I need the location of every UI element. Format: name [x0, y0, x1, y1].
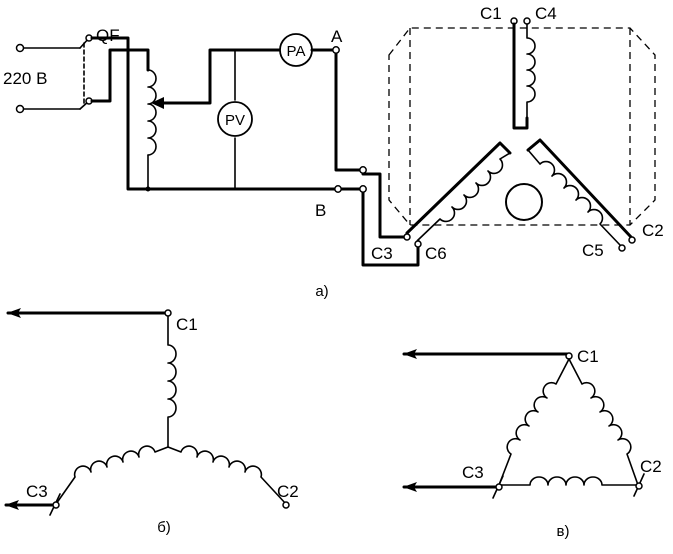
delta-connection: C1 C3 C2 в)	[402, 347, 662, 540]
test-circuit: 220 В QF PA PV A	[3, 4, 664, 300]
delta-c3-label: C3	[462, 463, 484, 482]
wire-a-to-motor	[334, 52, 362, 172]
star-c2-label: C2	[277, 482, 299, 501]
rotor-icon	[505, 183, 543, 221]
star-connection: C1 C3 C2 б)	[4, 308, 299, 536]
terminal-c6	[414, 240, 422, 248]
winding-c1-c4	[510, 17, 536, 130]
slider-arrow-icon	[151, 97, 164, 109]
terminal-c3	[403, 233, 411, 241]
terminal-b	[334, 185, 342, 193]
voltmeter-label: PV	[225, 112, 245, 129]
delta-terminal-c1	[565, 352, 573, 360]
circuit-breaker	[79, 34, 93, 110]
supply-terminal-bottom	[15, 104, 25, 114]
winding-c2-lead	[526, 138, 633, 239]
wire-b-to-c6	[361, 191, 420, 267]
wire-breaker-to-autotransformer	[90, 48, 150, 103]
autotransformer-coil	[147, 69, 157, 156]
supply-voltage-label: 220 В	[3, 69, 47, 88]
star-terminal-c3	[52, 501, 60, 509]
voltmeter-icon	[217, 101, 253, 137]
delta-winding-bottom	[498, 476, 639, 486]
terminal-c4	[523, 17, 531, 25]
terminal-a	[332, 46, 340, 54]
terminal-c2-label: C2	[642, 221, 664, 240]
terminal-c5	[618, 244, 626, 252]
star-winding-left	[55, 445, 169, 505]
star-c3-label: C3	[26, 482, 48, 501]
delta-winding-left	[498, 358, 570, 486]
terminal-c3-label: C3	[371, 244, 393, 263]
caption-a: а)	[315, 283, 328, 300]
line-b-label: B	[315, 201, 326, 220]
delta-terminal-c3	[495, 483, 503, 491]
winding-c3-c6	[403, 141, 512, 248]
star-c1-label: C1	[176, 315, 198, 334]
caption-v: в)	[557, 523, 570, 540]
terminal-a2	[359, 166, 367, 174]
winding-c3-lead	[405, 141, 512, 235]
ammeter-label: PA	[287, 43, 306, 60]
line-a-label: A	[331, 27, 343, 46]
winding-c3-coil	[417, 152, 511, 241]
winding-c2-coil	[527, 149, 621, 246]
star-terminal-c1	[164, 309, 172, 317]
delta-c2-label: C2	[640, 457, 662, 476]
terminal-c4-label: C4	[535, 4, 557, 23]
star-terminal-c2	[282, 501, 290, 509]
winding-c1-coil	[526, 23, 536, 119]
caption-b: б)	[157, 519, 171, 536]
terminal-c5-label: C5	[582, 241, 604, 260]
winding-c1-lead	[512, 22, 529, 130]
wire-breaker-to-b	[90, 36, 337, 191]
terminal-c2	[628, 236, 636, 244]
junction-dot	[145, 186, 151, 192]
terminal-c1-label: C1	[480, 4, 502, 23]
breaker-label: QF	[96, 26, 120, 45]
star-winding-right	[167, 445, 287, 505]
delta-winding-right	[568, 358, 639, 486]
terminal-b2	[359, 185, 367, 193]
motor-stator-outline	[388, 27, 656, 226]
star-winding-vertical	[167, 315, 177, 448]
supply-terminal-top	[15, 43, 25, 53]
winding-c2-c5	[526, 138, 636, 252]
terminal-c6-label: C6	[425, 244, 447, 263]
delta-c1-label: C1	[577, 347, 599, 366]
wire-slider-to-ammeter	[158, 48, 282, 105]
delta-terminal-c2	[635, 482, 643, 490]
wire-a-to-c3	[361, 172, 408, 239]
